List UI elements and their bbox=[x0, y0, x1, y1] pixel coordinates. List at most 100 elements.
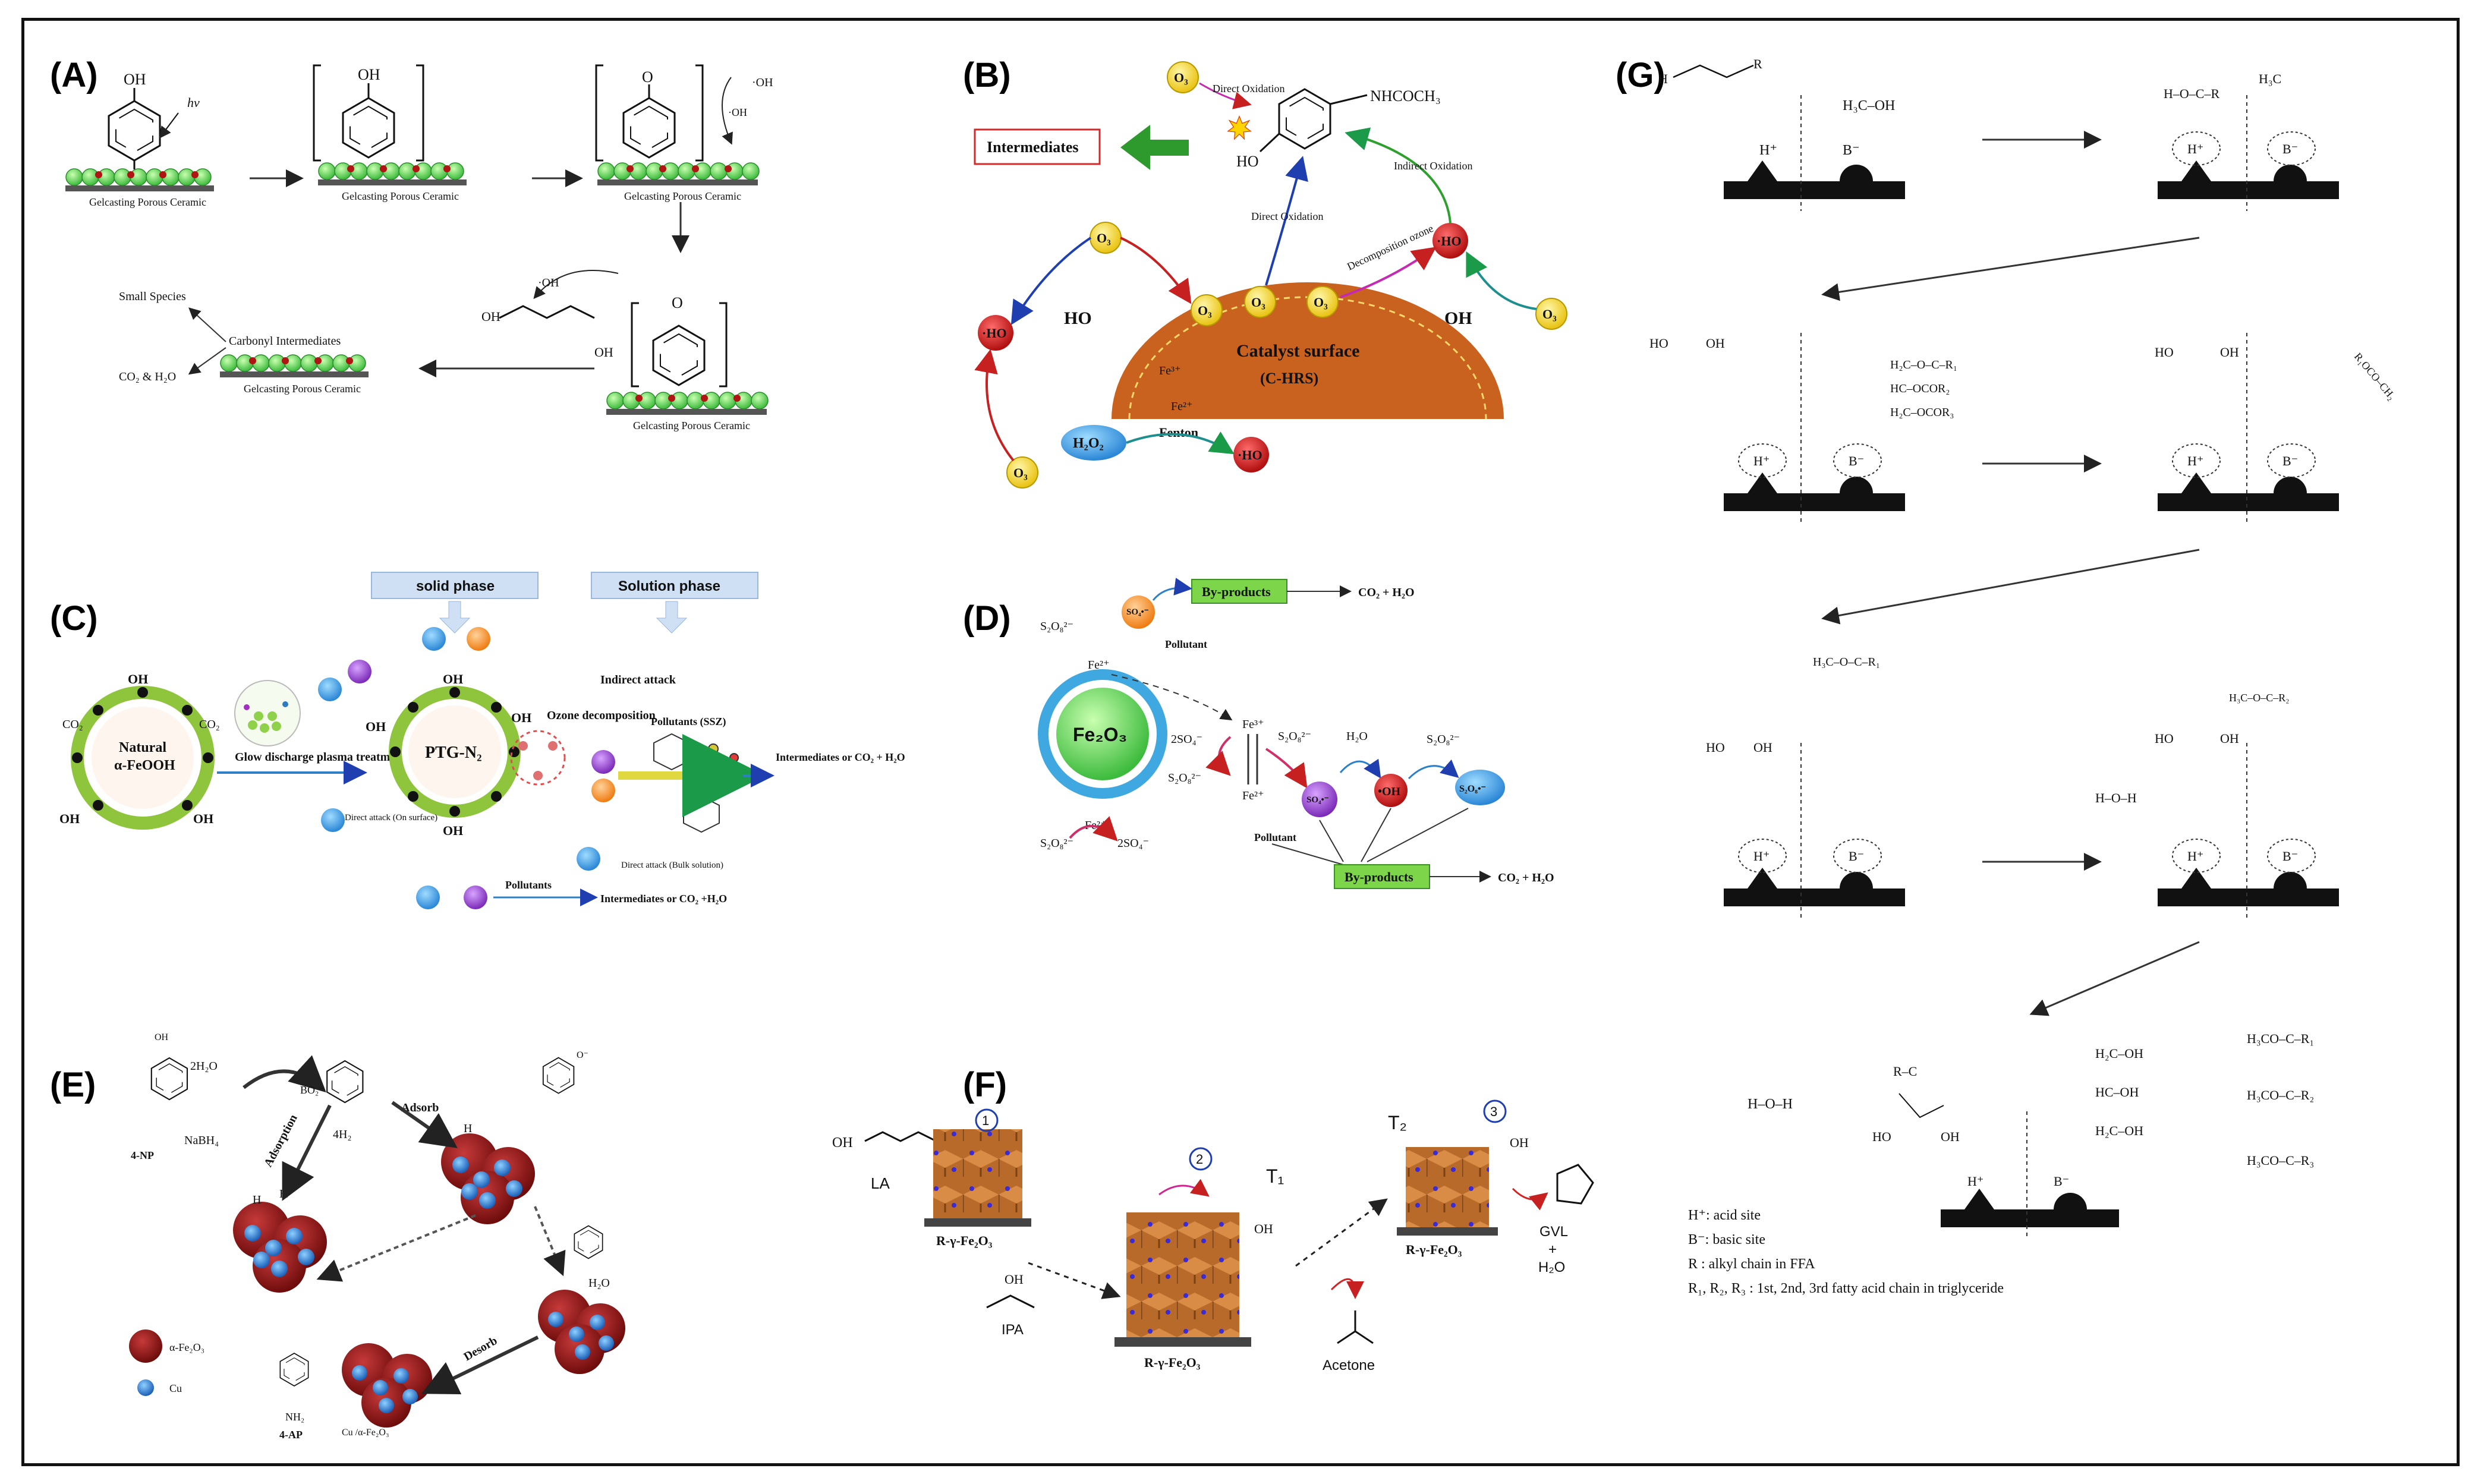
svg-text:OH: OH bbox=[128, 672, 148, 686]
catalyst-cube-2: R-γ-Fe₂O₃ 2 T₁ OH bbox=[1114, 1147, 1284, 1370]
panel-a-label: (A) bbox=[50, 56, 98, 94]
svg-text:R₁OCO–CH₂: R₁OCO–CH₂ bbox=[2352, 351, 2398, 402]
svg-text:Natural: Natural bbox=[119, 740, 166, 755]
s2o8-radical-d: S₂O₈•⁻ bbox=[1455, 770, 1505, 805]
aminophenol-intermediate: H₂O bbox=[574, 1225, 610, 1290]
cu-fe2o3-bottom: Cu /α-Fe₂O₃ bbox=[342, 1343, 432, 1438]
adsorb-label: Adsorb bbox=[401, 1101, 439, 1114]
catalyst-cube-3: R-γ-Fe₂O₃ T₂ 3 OH bbox=[1388, 1099, 1529, 1257]
phenoxy-bracket-3: O bbox=[595, 64, 704, 162]
direct-oxidation-label-2: Direct Oxidation bbox=[1251, 210, 1323, 222]
nitrophenol-molecule: OH 4-NP 2H₂O NaBH₄ bbox=[131, 1032, 219, 1161]
water-final: H–O–H bbox=[1748, 1097, 1793, 1112]
gvl-product: GVL + H₂O bbox=[1512, 1164, 1594, 1275]
svg-text:R: R bbox=[1753, 56, 1762, 71]
acetone-molecule: Acetone bbox=[1323, 1278, 1375, 1373]
legend-basic: B⁻: basic site bbox=[1688, 1232, 1765, 1247]
acetone-label: Acetone bbox=[1323, 1357, 1375, 1373]
svg-text:O: O bbox=[642, 68, 653, 86]
so4-2-mid: 2SO₄⁻ bbox=[1171, 733, 1202, 746]
svg-text:H₃CO–C–R₂: H₃CO–C–R₂ bbox=[2247, 1088, 2314, 1102]
panel-g-label: (G) bbox=[1616, 56, 1665, 94]
ozone-dots-c bbox=[318, 627, 615, 909]
panel-c-label: (C) bbox=[50, 599, 98, 638]
svg-text:·HO: ·HO bbox=[982, 326, 1007, 341]
phenol-bracket-2: OH bbox=[313, 64, 424, 162]
svg-text:SO₄•⁻: SO₄•⁻ bbox=[1306, 795, 1329, 805]
pollutant-mid: Pollutant bbox=[1254, 831, 1296, 843]
ho-surface-label: HO bbox=[1064, 308, 1092, 328]
2h2o-label: 2H₂O bbox=[190, 1060, 218, 1073]
ceramic-label-5: Gelcasting Porous Ceramic bbox=[244, 383, 361, 395]
svg-text:H₂O₂: H₂O₂ bbox=[1073, 436, 1104, 451]
svg-text:S₂O₈•⁻: S₂O₈•⁻ bbox=[1459, 784, 1486, 794]
ceramic-label-4: Gelcasting Porous Ceramic bbox=[633, 420, 750, 431]
so4-radical-top: SO₄•⁻ bbox=[1122, 596, 1155, 629]
svg-text:BO₂⁻: BO₂⁻ bbox=[300, 1084, 325, 1096]
fe2-label: Fe²⁺ bbox=[1171, 400, 1193, 413]
svg-text:HO: HO bbox=[1649, 336, 1668, 351]
svg-text:PTG-N₂: PTG-N₂ bbox=[425, 743, 482, 762]
svg-text:OH: OH bbox=[1753, 740, 1772, 755]
pollutants-label: Pollutants bbox=[505, 879, 552, 891]
svg-text:O₃: O₃ bbox=[1198, 303, 1212, 318]
svg-text:O: O bbox=[672, 294, 683, 311]
svg-text:HC–OH: HC–OH bbox=[2095, 1085, 2139, 1099]
byproducts-box-bottom: By-products bbox=[1334, 864, 1430, 889]
ceramic-strip-2: Gelcasting Porous Ceramic bbox=[318, 162, 467, 202]
carbonyl-intermediates-label: Carbonyl Intermediates bbox=[229, 335, 341, 348]
h2o-f: H₂O bbox=[1538, 1259, 1565, 1275]
legend-g: H⁺: acid site B⁻: basic site R : alkyl c… bbox=[1688, 1208, 2004, 1296]
o3-surface-2: O₃ bbox=[1244, 286, 1276, 318]
ceramic-strip-4: Gelcasting Porous Ceramic bbox=[606, 392, 769, 431]
svg-text:B⁻: B⁻ bbox=[2054, 1174, 2069, 1189]
ceramic-label-2: Gelcasting Porous Ceramic bbox=[342, 190, 459, 202]
fe3-label: Fe³⁺ bbox=[1159, 364, 1181, 377]
ceramic-label-3: Gelcasting Porous Ceramic bbox=[624, 190, 741, 202]
svg-text:OH: OH bbox=[59, 811, 80, 826]
methanol-1: H₃C–OH bbox=[1843, 98, 1895, 114]
svg-text:OH: OH bbox=[1706, 336, 1725, 351]
svg-text:H₃CO–C–R₁: H₃CO–C–R₁ bbox=[2247, 1031, 2314, 1046]
indirect-oxidation-label: Indirect Oxidation bbox=[1394, 160, 1472, 172]
svg-text:Cu /α-Fe₂O₃: Cu /α-Fe₂O₃ bbox=[342, 1428, 389, 1438]
oh-surface-label: OH bbox=[1444, 308, 1472, 328]
green-arrow bbox=[1120, 125, 1189, 170]
direct-attack-surface-label: Direct attack (On surface) bbox=[345, 813, 437, 823]
fe2o3-cycle: Fe₂O₃ bbox=[1038, 669, 1167, 799]
diene-oh-radical: ·OH bbox=[538, 276, 559, 289]
svg-text:OH: OH bbox=[1254, 1221, 1273, 1236]
paracetamol-molecule: NHCOCH₃ HO bbox=[1236, 87, 1441, 170]
intermediates-box: Intermediates bbox=[974, 128, 1101, 165]
catalyst-site-3: H⁺ B⁻ HO OH H₂C–O–C–R₁ HC–OCOR₂ H₂C–OCOR… bbox=[1649, 333, 1957, 523]
intermediates-or-label: Intermediates or CO₂ + H₂O bbox=[776, 751, 905, 763]
s2o8-mid: S₂O₈²⁻ bbox=[1168, 771, 1201, 784]
glycerol-final: H₂C–OH HC–OH H₂C–OH bbox=[2095, 1046, 2143, 1138]
svg-text:4-AP: 4-AP bbox=[279, 1429, 303, 1441]
svg-text:B⁻: B⁻ bbox=[1849, 849, 1864, 864]
svg-text:O₃: O₃ bbox=[1174, 70, 1188, 85]
svg-text:OH: OH bbox=[155, 1032, 169, 1042]
phenoxy-bracket-4: O bbox=[631, 294, 728, 387]
direct-oxidation-label-1: Direct Oxidation bbox=[1213, 83, 1284, 94]
svg-text:HC–OCOR₂: HC–OCOR₂ bbox=[1890, 382, 1950, 395]
ipa-label: IPA bbox=[1002, 1322, 1024, 1338]
svg-text:B⁻: B⁻ bbox=[2282, 453, 2298, 468]
borate-complex: BO₂⁻ 4H₂ bbox=[300, 1060, 364, 1141]
ho-radical-bottom: ·HO bbox=[1233, 437, 1269, 472]
svg-text:Cu: Cu bbox=[169, 1382, 182, 1394]
so4-2-bottom: 2SO₄⁻ bbox=[1117, 837, 1149, 850]
monoglyceride-final: R–C HO OH bbox=[1872, 1064, 1960, 1144]
direct-attack-bulk-label: Direct attack (Bulk solution) bbox=[621, 861, 723, 870]
oh-radical-label-2: ·OH bbox=[728, 106, 747, 118]
catalyst-sub-label: (C-HRS) bbox=[1260, 370, 1318, 387]
catalyst-site-1: H⁺ B⁻ H₃C–OH H R bbox=[1658, 56, 1905, 211]
panel-d: (D) By-products CO₂ + H₂O SO₄•⁻ S₂O₈²⁻ P… bbox=[963, 578, 1554, 889]
svg-text:HO: HO bbox=[1706, 740, 1725, 755]
svg-text:solid phase: solid phase bbox=[416, 578, 495, 594]
svg-text:By-products: By-products bbox=[1345, 869, 1413, 884]
svg-text:OH: OH bbox=[193, 811, 213, 826]
cu-fe2o3-right bbox=[538, 1290, 625, 1374]
svg-text:B⁻: B⁻ bbox=[1843, 143, 1860, 158]
svg-text:OH: OH bbox=[511, 710, 531, 725]
